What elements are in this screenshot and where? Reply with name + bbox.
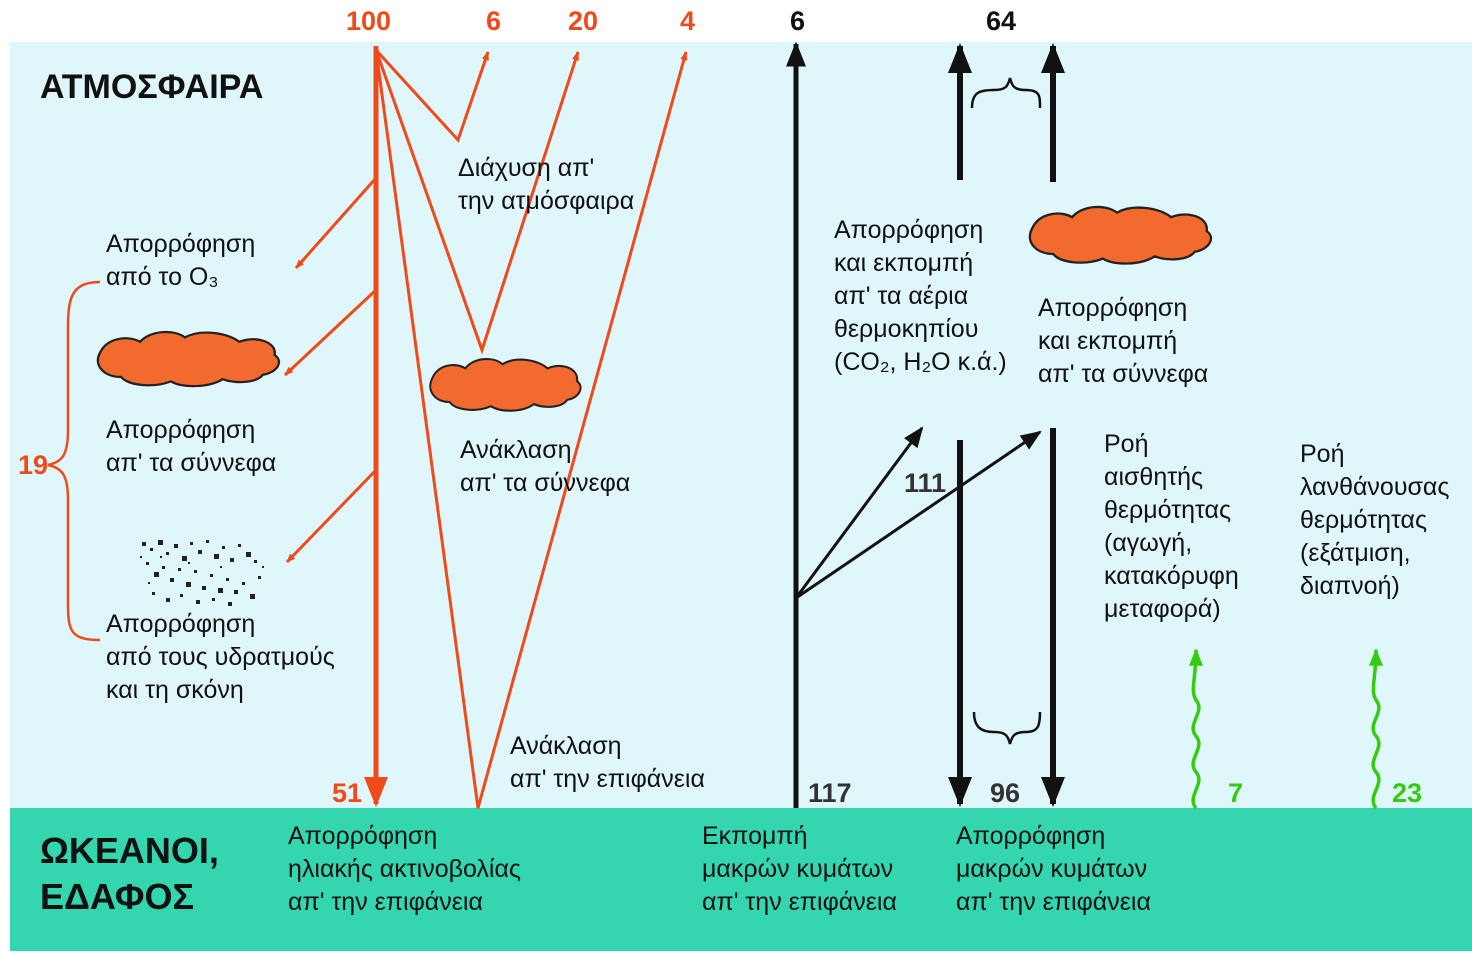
longwave-to-atmosphere-value: 111	[904, 468, 946, 498]
cloud-absorption-label: Απορρόφηση απ' τα σύννεφα	[106, 414, 276, 480]
latent-flux-label: Ροή λανθάνουσας θερμότητας (εξάτμιση, δι…	[1300, 438, 1449, 603]
cloud-left	[98, 332, 279, 386]
surface-solar-absorption-label: Απορρόφηση ηλιακής ακτινοβολίας απ' την …	[288, 820, 521, 919]
cloud-emission-label: Απορρόφηση και εκπομπή απ' τα σύννεφα	[1038, 292, 1208, 391]
longwave-emission-label: Εκπομπή μακρών κυμάτων απ' την επιφάνεια	[702, 820, 897, 919]
atmosphere-emission-value: 64	[986, 6, 1016, 36]
cloud-reflection-label: Ανάκλαση απ' τα σύννεφα	[460, 434, 630, 500]
greenhouse-gases-label: Απορρόφηση και εκπομπή απ' τα αέρια θερμ…	[834, 214, 1007, 379]
sensible-flux-label: Ροή αισθητής θερμότητας (αγωγή, κατακόρυ…	[1104, 428, 1239, 626]
longwave-absorption-label: Απορρόφηση μακρών κυμάτων απ' την επιφάν…	[956, 820, 1151, 919]
atmosphere-absorbed-value: 19	[18, 450, 48, 480]
longwave-escape-value: 6	[790, 6, 805, 36]
scattering-label: Διάχυση απ' την ατμόσφαιρα	[458, 152, 634, 218]
surface-absorbed-value: 51	[332, 778, 362, 808]
vapour-dust-absorption-label: Απορρόφηση από τους υδρατμούς και τη σκό…	[106, 608, 335, 707]
cloud-middle	[430, 359, 580, 411]
cloud-reflected-value: 20	[568, 6, 598, 36]
atmosphere-title: ΑΤΜΟΣΦΑΙΡΑ	[40, 64, 263, 110]
surface-title: ΩΚΕΑΝΟΙ, ΕΔΑΦΟΣ	[40, 828, 219, 920]
incoming-solar-value: 100	[346, 6, 391, 36]
ozone-absorption-label: Απορρόφηση από το O₃	[106, 228, 255, 294]
surface-reflected-value: 4	[680, 6, 695, 36]
latent-heat-value: 23	[1392, 778, 1422, 808]
sensible-heat-value: 7	[1228, 778, 1243, 808]
surface-reflection-label: Ανάκλαση απ' την επιφάνεια	[510, 730, 705, 796]
scattered-value: 6	[486, 6, 501, 36]
back-radiation-value: 96	[990, 778, 1020, 808]
cloud-right	[1030, 207, 1211, 264]
surface-emitted-value: 117	[808, 778, 852, 808]
